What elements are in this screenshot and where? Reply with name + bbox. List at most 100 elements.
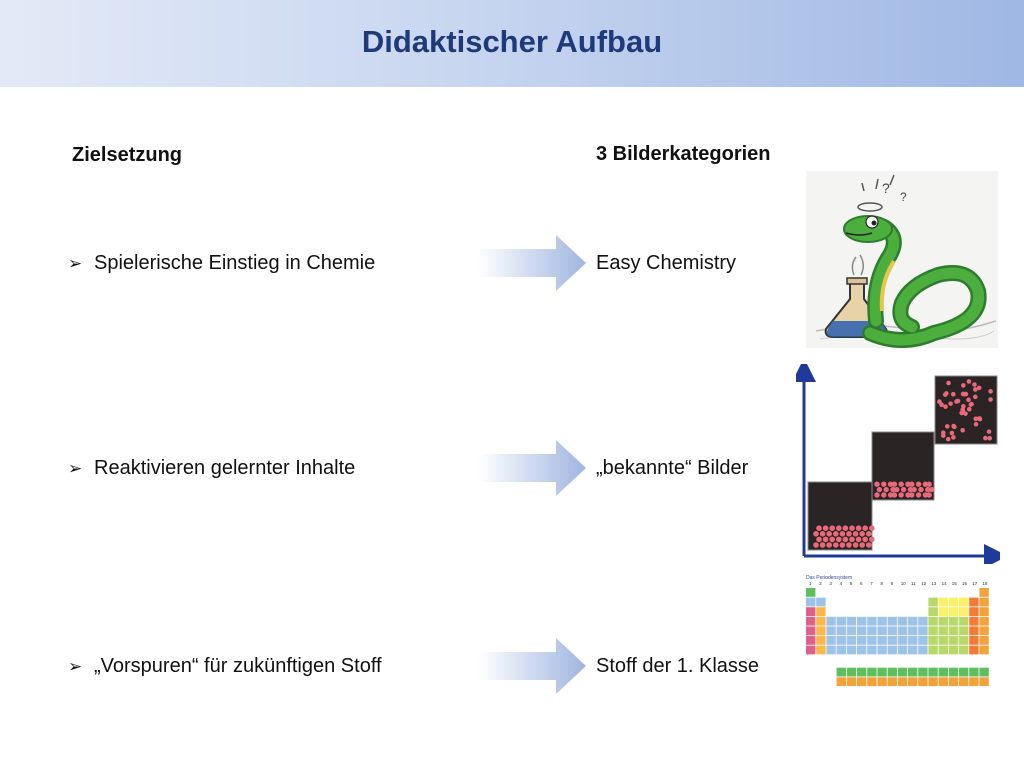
element-cell: [836, 667, 846, 677]
element-cell: [877, 636, 887, 645]
element-cell: [938, 597, 948, 607]
right-arrow-icon: [478, 440, 586, 496]
element-cell: [918, 636, 928, 645]
particle-dot: [966, 397, 971, 403]
particle-dot: [951, 435, 956, 440]
element-cell: [836, 636, 846, 645]
particle-dot: [852, 542, 859, 548]
bullet-arrow-icon: ➢: [68, 459, 83, 478]
particle-dot: [866, 542, 872, 548]
element-cell: [806, 626, 816, 636]
element-cell: [948, 645, 959, 655]
particle-dot: [905, 481, 911, 487]
element-cell: [806, 616, 816, 626]
element-cell: [897, 626, 908, 636]
element-cell: [897, 667, 908, 677]
particle-dot: [839, 531, 846, 537]
particle-dot: [836, 525, 842, 531]
particle-dot: [874, 481, 880, 487]
element-cell: [959, 597, 969, 607]
particle-dot: [859, 531, 865, 537]
element-cell: [877, 616, 887, 626]
element-cell: [826, 626, 836, 636]
particle-dot: [869, 525, 875, 531]
particle-dot: [944, 424, 950, 429]
snake-flask-cartoon-image: ? ?: [806, 171, 998, 348]
particle-dot: [977, 416, 982, 421]
particle-dot: [813, 542, 819, 548]
element-cell: [979, 677, 989, 687]
element-cell: [908, 645, 918, 655]
bullet-arrow-icon: ➢: [68, 254, 83, 273]
element-cell: [938, 677, 948, 687]
particle-dot: [881, 481, 887, 487]
category-label-1: Easy Chemistry: [596, 252, 737, 274]
group-number-label: 8: [880, 581, 883, 586]
element-cell: [897, 636, 908, 645]
element-cell: [836, 626, 846, 636]
group-number-label: 12: [921, 581, 927, 586]
particle-dot: [909, 492, 915, 498]
element-cell: [908, 626, 918, 636]
element-cell: [846, 626, 857, 636]
element-cell: [897, 645, 908, 655]
group-number-label: 17: [972, 581, 978, 586]
particle-dot: [972, 387, 978, 392]
element-cell: [806, 645, 816, 655]
particle-dot: [819, 531, 826, 537]
element-cell: [928, 616, 938, 626]
element-cell: [938, 667, 948, 677]
group-number-label: 11: [911, 581, 916, 586]
element-cell: [887, 636, 897, 645]
particle-dot: [915, 481, 922, 487]
element-cell: [948, 667, 959, 677]
particle-dot: [926, 481, 932, 487]
particle-dot: [949, 430, 955, 436]
element-cell: [979, 645, 989, 655]
particle-dot: [948, 401, 953, 406]
particle-dot: [966, 406, 972, 412]
particle-dot: [925, 486, 931, 493]
particle-dot: [960, 428, 965, 433]
element-cell: [857, 677, 867, 687]
particle-dot: [988, 389, 993, 394]
element-cell: [806, 597, 816, 607]
title-banner: [0, 0, 1024, 87]
goal-label: Spielerische Einstieg in Chemie: [94, 252, 376, 274]
particle-dot: [881, 492, 887, 498]
element-cell: [928, 597, 938, 607]
element-cell: [918, 616, 928, 626]
element-cell: [846, 645, 857, 655]
element-cell: [908, 636, 918, 645]
element-cell: [887, 616, 897, 626]
particle-dot: [816, 536, 822, 543]
element-cell: [918, 626, 928, 636]
particle-dot: [983, 435, 988, 441]
element-cell: [959, 677, 969, 687]
group-number-label: 6: [860, 581, 863, 586]
particle-dot: [887, 481, 894, 487]
group-number-label: 3: [829, 581, 832, 586]
element-cell: [887, 626, 897, 636]
group-number-label: 2: [819, 581, 822, 586]
element-cell: [857, 616, 867, 626]
particle-dot: [839, 542, 846, 548]
particle-dot: [883, 486, 889, 493]
element-cell: [948, 616, 959, 626]
particle-dot: [822, 525, 829, 531]
particle-dot: [898, 492, 904, 498]
particle-dot: [946, 380, 951, 386]
goal-label: „Vorspuren“ für zukünftigen Stoff: [94, 655, 382, 677]
particle-dot: [829, 536, 835, 543]
element-cell: [969, 667, 979, 677]
element-cell: [887, 667, 897, 677]
particle-dot: [819, 542, 826, 548]
element-cell: [857, 645, 867, 655]
particle-dot: [986, 429, 992, 434]
particle-dot: [963, 411, 968, 416]
element-cell: [836, 645, 846, 655]
element-cell: [816, 636, 826, 645]
element-cell: [928, 607, 938, 616]
group-number-label: 9: [891, 581, 894, 586]
